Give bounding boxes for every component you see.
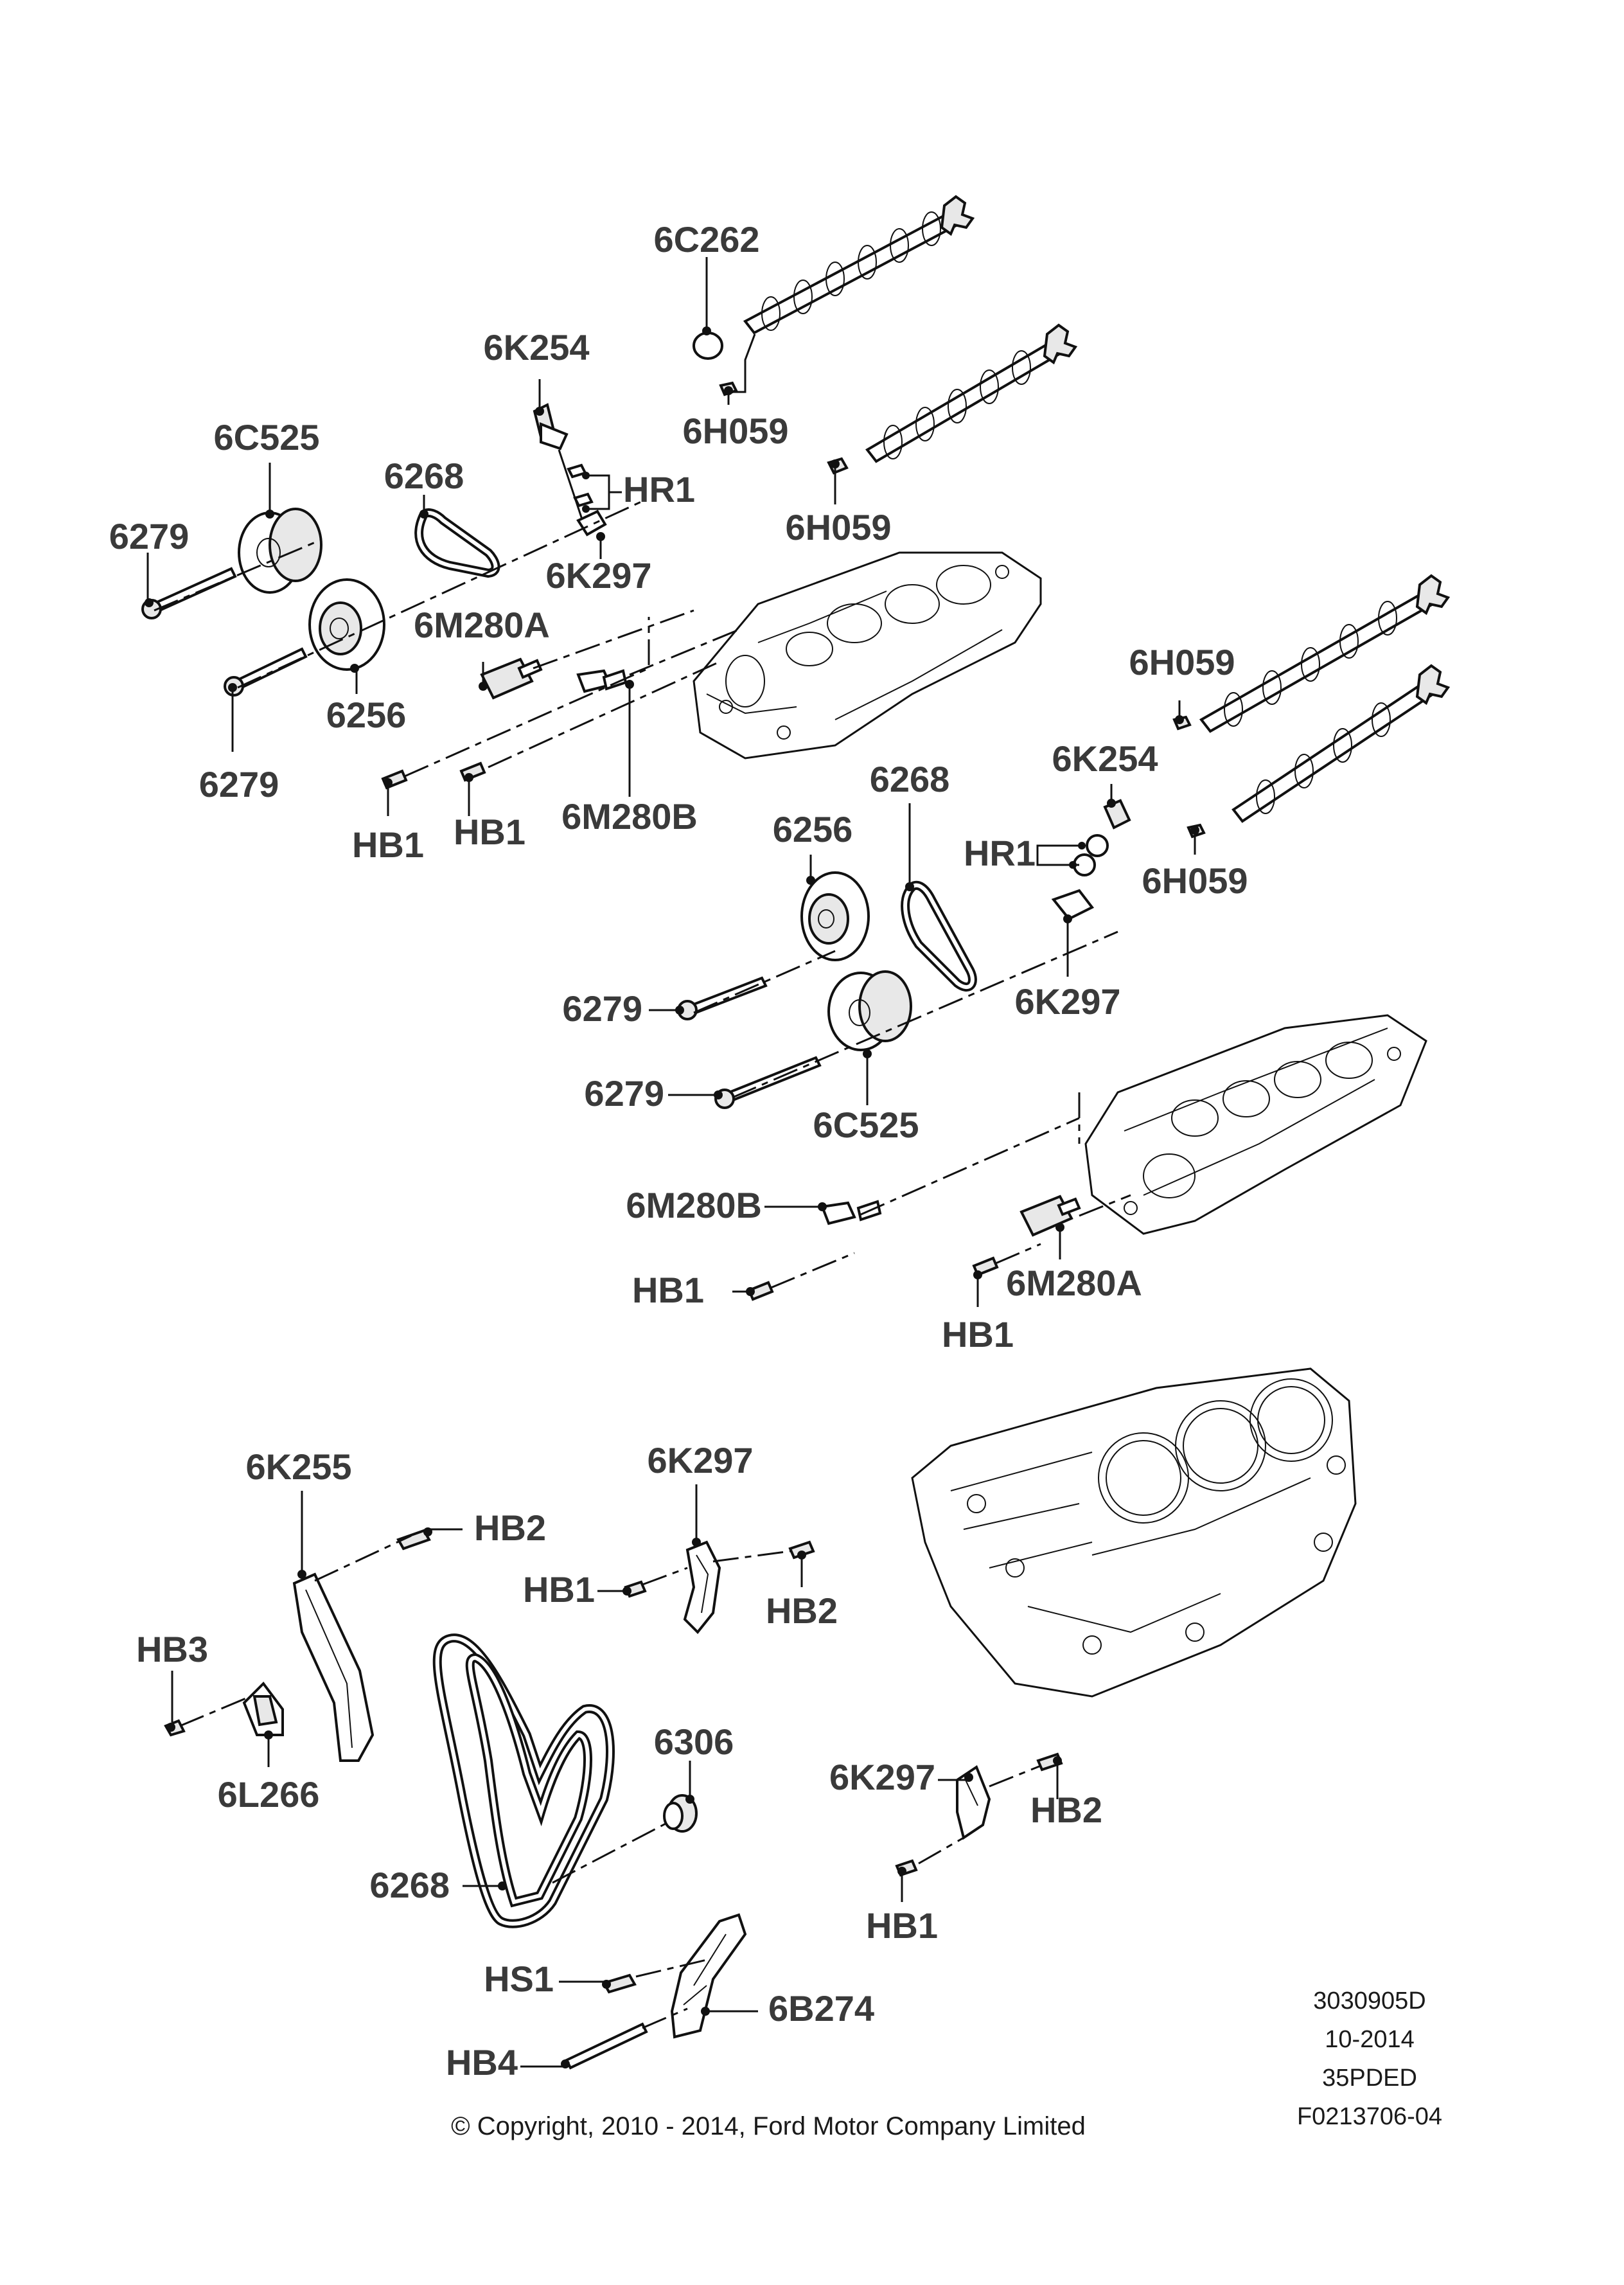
callout-6268-left: 6268 bbox=[384, 456, 464, 496]
callout-6b274: 6B274 bbox=[768, 1988, 874, 2029]
callout-hb1-e: HB1 bbox=[523, 1569, 595, 1610]
callout-hb2-b: HB2 bbox=[766, 1590, 838, 1631]
chain-guide-bottom bbox=[670, 1913, 747, 2039]
camshaft-lower-left-bank bbox=[865, 323, 1078, 463]
callout-hs1: HS1 bbox=[484, 1959, 554, 1999]
callout-6k255: 6K255 bbox=[245, 1446, 351, 1487]
cylinder-head-left-bank bbox=[693, 551, 1042, 760]
callout-6279-d: 6279 bbox=[584, 1073, 664, 1114]
callout-hb3: HB3 bbox=[136, 1629, 208, 1669]
callout-6k254-left: 6K254 bbox=[483, 327, 589, 368]
callout-hb1-f: HB1 bbox=[866, 1905, 938, 1946]
callout-6m280a-right: 6M280A bbox=[1006, 1263, 1142, 1303]
secondary-chain-right bbox=[901, 880, 977, 991]
cam-sprocket-left bbox=[308, 578, 385, 671]
callout-hb1-a: HB1 bbox=[352, 824, 424, 865]
callout-6256-left: 6256 bbox=[326, 695, 407, 735]
bolt-part bbox=[396, 1529, 431, 1551]
callout-hr1-left: HR1 bbox=[623, 469, 695, 510]
reference-date: 10-2014 bbox=[1325, 2026, 1414, 2053]
callout-6k297-right: 6K297 bbox=[1014, 981, 1120, 1022]
chain-guide-right-upper bbox=[683, 1540, 721, 1634]
engine-block bbox=[911, 1367, 1357, 1698]
callout-6279-a: 6279 bbox=[109, 516, 190, 556]
chain-guide-left bbox=[292, 1572, 375, 1762]
camshaft-lower-right-bank bbox=[1231, 664, 1451, 823]
tensioner-assembly-left bbox=[533, 403, 607, 537]
reference-code: 35PDED bbox=[1322, 2065, 1417, 2092]
callout-6k254-right: 6K254 bbox=[1052, 738, 1158, 779]
callout-hb2-c: HB2 bbox=[1030, 1790, 1102, 1830]
callout-hr1-right: HR1 bbox=[964, 833, 1036, 873]
cylinder-head-right-bank bbox=[1084, 1014, 1427, 1235]
callout-hb1-c: HB1 bbox=[632, 1270, 704, 1310]
callout-6k297-lower: 6K297 bbox=[647, 1440, 753, 1480]
callout-6c262-top: 6C262 bbox=[653, 219, 759, 260]
bolt-part bbox=[565, 2022, 648, 2070]
tensioner-assembly-right bbox=[1051, 799, 1131, 921]
callout-6306: 6306 bbox=[654, 1721, 734, 1762]
cam-sprocket-right bbox=[800, 871, 870, 961]
callout-6h059-c: 6H059 bbox=[1129, 642, 1235, 682]
callout-6256-right: 6256 bbox=[773, 809, 853, 849]
vct-solenoid-left-a bbox=[480, 657, 543, 700]
vct-solenoid-right-b bbox=[820, 1200, 882, 1225]
copyright-notice: © Copyright, 2010 - 2014, Ford Motor Com… bbox=[451, 2112, 1086, 2140]
callout-labels: 6C262 6K254 6H059 6C525 6268 HR1 6279 6H… bbox=[109, 219, 1248, 2083]
bolt-part bbox=[687, 976, 768, 1016]
callout-hb2-a: HB2 bbox=[474, 1507, 546, 1548]
callout-6279-c: 6279 bbox=[562, 988, 642, 1029]
cam-phaser-exhaust-left bbox=[238, 508, 322, 594]
figure-number: F0213706-04 bbox=[1297, 2103, 1442, 2130]
crankshaft-sprocket bbox=[663, 1794, 698, 1833]
callout-6k297-bottom: 6K297 bbox=[829, 1757, 935, 1797]
secondary-chain-left bbox=[414, 508, 500, 578]
callout-6c525-left: 6C525 bbox=[213, 417, 319, 458]
camshaft-upper-left-bank bbox=[743, 195, 975, 335]
callout-6h059-d: 6H059 bbox=[1142, 860, 1248, 901]
callout-6l266: 6L266 bbox=[218, 1774, 320, 1815]
vct-solenoid-right-a bbox=[1019, 1195, 1081, 1237]
callout-hb4: HB4 bbox=[446, 2042, 518, 2083]
bolt-part bbox=[602, 1973, 637, 1994]
callout-hb1-b: HB1 bbox=[454, 812, 525, 852]
callout-6h059-a: 6H059 bbox=[682, 411, 788, 451]
chain-guide-right-lower bbox=[956, 1765, 991, 1840]
seal-ring-part bbox=[693, 332, 723, 360]
primary-timing-chain bbox=[432, 1633, 615, 1928]
callout-6279-b: 6279 bbox=[199, 764, 279, 805]
callout-6k297-left: 6K297 bbox=[545, 555, 651, 596]
camshaft-upper-right-bank bbox=[1199, 574, 1451, 733]
callout-6m280a-left: 6M280A bbox=[414, 605, 550, 645]
bolt-part bbox=[747, 1281, 774, 1301]
reference-block: 3030905D 10-2014 35PDED F0213706-04 bbox=[1297, 1987, 1442, 2130]
cam-phaser-right bbox=[827, 970, 912, 1051]
callout-6m280b-left: 6M280B bbox=[561, 796, 698, 837]
callout-6m280b-right: 6M280B bbox=[626, 1185, 762, 1225]
callout-6h059-b: 6H059 bbox=[785, 507, 891, 547]
callout-6268-bottom: 6268 bbox=[369, 1865, 450, 1905]
callout-6c525-right: 6C525 bbox=[813, 1105, 919, 1145]
chain-tensioner-left bbox=[242, 1681, 284, 1736]
reference-number: 3030905D bbox=[1313, 1987, 1425, 2014]
callout-6268-right: 6268 bbox=[870, 759, 950, 799]
callout-hb1-d: HB1 bbox=[942, 1314, 1014, 1355]
bolt-part bbox=[788, 1540, 815, 1560]
